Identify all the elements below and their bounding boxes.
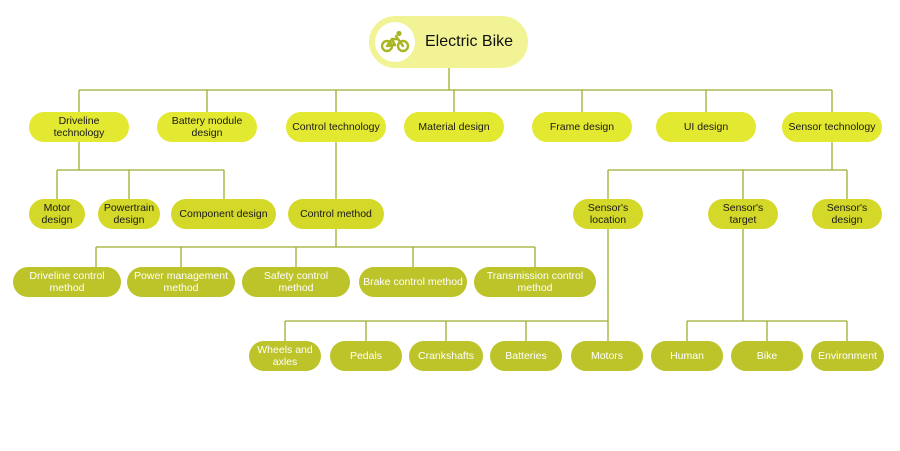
category-label: Frame design — [549, 121, 615, 133]
category-control[interactable]: Control technology — [286, 112, 386, 142]
control-method-label: Brake control method — [363, 276, 463, 288]
subcategory-component[interactable]: Component design — [171, 199, 276, 229]
subcategory-control-method[interactable]: Control method — [288, 199, 384, 229]
category-driveline[interactable]: Driveline technology — [29, 112, 129, 142]
subcategory-sensor-target[interactable]: Sensor's target — [708, 199, 778, 229]
subcategory-label: Control method — [300, 208, 372, 220]
sensor-location-motors[interactable]: Motors — [571, 341, 643, 371]
sensor-location-label: Crankshafts — [417, 350, 475, 362]
subcategory-label: Component design — [179, 208, 268, 220]
control-method-safety[interactable]: Safety control method — [242, 267, 350, 297]
control-method-brake[interactable]: Brake control method — [359, 267, 467, 297]
category-battery[interactable]: Battery module design — [157, 112, 257, 142]
control-method-label: Driveline control method — [29, 270, 105, 294]
control-method-label: Transmission control method — [486, 270, 584, 294]
category-label: Driveline technology — [53, 115, 105, 139]
subcategory-label: Sensor's target — [722, 202, 764, 226]
root-node[interactable]: Electric Bike — [369, 16, 528, 68]
sensor-location-pedals[interactable]: Pedals — [330, 341, 402, 371]
category-label: Sensor technology — [788, 121, 876, 133]
subcategory-label: Sensor's location — [587, 202, 629, 226]
category-label: Battery module design — [171, 115, 243, 139]
bicycle-icon — [375, 22, 415, 62]
subcategory-powertrain[interactable]: Powertrain design — [98, 199, 160, 229]
category-label: Material design — [418, 121, 490, 133]
sensor-target-label: Environment — [818, 350, 877, 362]
root-title: Electric Bike — [425, 33, 514, 50]
subcategory-label: Motor design — [41, 202, 73, 226]
sensor-location-label: Wheels and axles — [257, 344, 313, 368]
sensor-location-batteries[interactable]: Batteries — [490, 341, 562, 371]
sensor-location-label: Batteries — [505, 350, 547, 362]
category-label: UI design — [683, 121, 729, 133]
subcategory-sensor-design[interactable]: Sensor's design — [812, 199, 882, 229]
category-ui[interactable]: UI design — [656, 112, 756, 142]
sensor-target-environment[interactable]: Environment — [811, 341, 884, 371]
sensor-location-wheels[interactable]: Wheels and axles — [249, 341, 321, 371]
subcategory-label: Sensor's design — [826, 202, 868, 226]
control-method-transmission[interactable]: Transmission control method — [474, 267, 596, 297]
control-method-label: Safety control method — [263, 270, 329, 294]
sensor-target-bike[interactable]: Bike — [731, 341, 803, 371]
category-label: Control technology — [292, 121, 380, 133]
category-sensor[interactable]: Sensor technology — [782, 112, 882, 142]
category-frame[interactable]: Frame design — [532, 112, 632, 142]
control-method-label: Power management method — [134, 270, 228, 294]
sensor-target-label: Bike — [756, 350, 778, 362]
sensor-location-label: Pedals — [349, 350, 383, 362]
subcategory-sensor-location[interactable]: Sensor's location — [573, 199, 643, 229]
control-method-driveline[interactable]: Driveline control method — [13, 267, 121, 297]
subcategory-label: Powertrain design — [103, 202, 155, 226]
subcategory-motor[interactable]: Motor design — [29, 199, 85, 229]
sensor-location-crankshafts[interactable]: Crankshafts — [409, 341, 483, 371]
control-method-power-management[interactable]: Power management method — [127, 267, 235, 297]
sensor-target-human[interactable]: Human — [651, 341, 723, 371]
sensor-target-label: Human — [670, 350, 704, 362]
sensor-location-label: Motors — [590, 350, 624, 362]
category-material[interactable]: Material design — [404, 112, 504, 142]
